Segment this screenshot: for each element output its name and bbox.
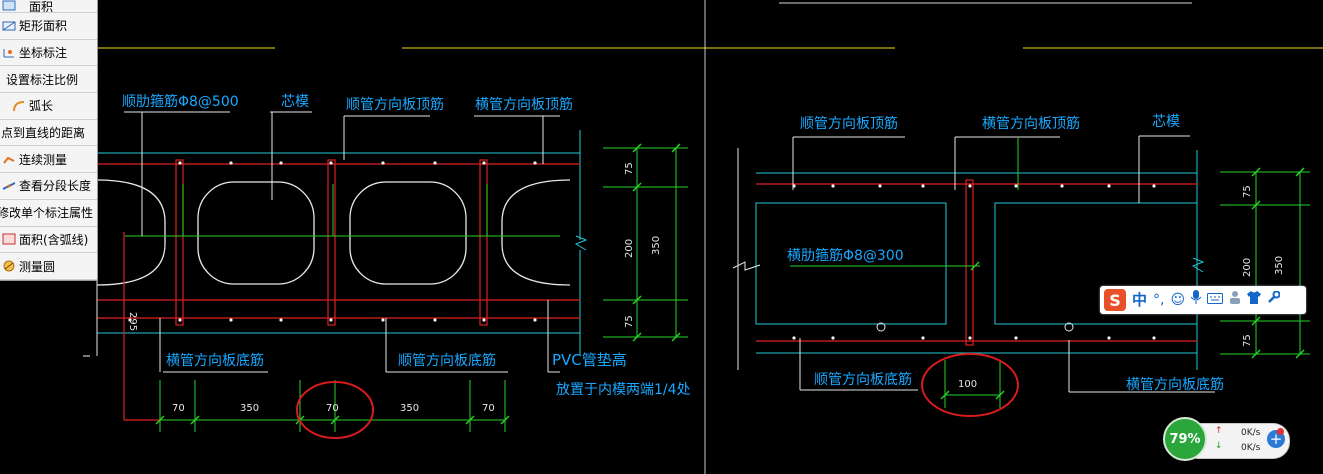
- ime-punct-toggle[interactable]: °,: [1153, 292, 1165, 308]
- network-speed-widget[interactable]: 79% ↑ ↓ 0K/s 0K/s +: [1163, 417, 1290, 463]
- label-along-pipe-top-left: 顺管方向板顶筋: [346, 96, 444, 113]
- label-along-pipe-bottom-right: 顺管方向板底筋: [814, 371, 912, 388]
- download-arrow-icon: ↓: [1215, 441, 1223, 451]
- dim-right-right-3: 350: [1274, 256, 1285, 275]
- menu-item-label: 点到直线的距离: [1, 126, 86, 141]
- area-icon: [2, 0, 16, 12]
- menu-item-measure-circle[interactable]: 测量圆: [0, 253, 97, 280]
- ime-toolbar: S 中 °, ☺: [1100, 286, 1306, 314]
- label-cross-pipe-top-right: 横管方向板顶筋: [982, 115, 1080, 132]
- label-along-pipe-bottom-left: 顺管方向板底筋: [398, 352, 496, 369]
- toolbox-wrench-icon[interactable]: [1267, 286, 1281, 314]
- dim-right-right-0: 75: [1242, 185, 1253, 198]
- menu-item-rect-area[interactable]: 矩形面积: [0, 13, 97, 40]
- keyboard-icon[interactable]: [1207, 286, 1224, 314]
- menu-item-label: 弧长: [29, 99, 54, 114]
- dim-right-right-2: 75: [1242, 334, 1253, 347]
- frame-lines: [83, 0, 1323, 474]
- highlight-ellipse-left: [296, 381, 374, 439]
- menu-item-label: 修改单个标注属性: [0, 206, 94, 221]
- skin-shirt-icon[interactable]: [1247, 286, 1262, 314]
- download-speed: 0K/s: [1241, 443, 1261, 453]
- dim-right-right-1: 200: [1242, 258, 1253, 277]
- dim-left-3: 350: [400, 403, 419, 414]
- dim-vertical-left: 295: [127, 312, 138, 331]
- menu-item-arc-area[interactable]: 面积(含弧线): [0, 227, 97, 254]
- label-rib-stirrup-right: 横肋箍筋Φ8@300: [787, 247, 904, 264]
- microphone-icon[interactable]: [1190, 286, 1202, 314]
- label-cross-pipe-bottom-left: 横管方向板底筋: [166, 352, 264, 369]
- notification-dot: [1277, 428, 1284, 435]
- highlight-ellipse-right: [921, 353, 1019, 417]
- upload-speed: 0K/s: [1241, 428, 1261, 438]
- user-center-icon[interactable]: [1229, 286, 1241, 314]
- dim-left-0: 70: [172, 403, 185, 414]
- dim-left-2: 70: [326, 403, 339, 414]
- dim-left-1: 350: [240, 403, 259, 414]
- segment-length-icon: [2, 180, 16, 192]
- label-cross-pipe-bottom-right: 横管方向板底筋: [1126, 376, 1224, 393]
- measure-menu: 面积 矩形面积 坐标标注 设置标注比例 弧长 点到直线的距离 连续测量 查看分段…: [0, 0, 98, 281]
- label-cross-pipe-top-left: 横管方向板顶筋: [475, 96, 573, 113]
- menu-item-coordinate[interactable]: 坐标标注: [0, 40, 97, 67]
- label-rib-stirrup-left: 顺肋箍筋Φ8@500: [122, 93, 239, 110]
- dim-right-left-2: 75: [624, 315, 635, 328]
- measure-circle-icon: [2, 260, 16, 272]
- dim-gap-right: 100: [958, 379, 977, 390]
- emoji-icon[interactable]: ☺: [1170, 292, 1186, 308]
- arc-area-icon: [2, 233, 16, 245]
- dim-right-left-3: 350: [651, 236, 662, 255]
- sogou-logo-icon[interactable]: S: [1104, 289, 1126, 311]
- menu-item-segment-length[interactable]: 查看分段长度: [0, 173, 97, 200]
- left-slab-section: 顺肋箍筋Φ8@500 芯模 顺管方向板顶筋 横管方向板顶筋 横管方向板底筋 顺管…: [96, 93, 691, 439]
- dim-right-left-0: 75: [624, 162, 635, 175]
- menu-item-set-scale[interactable]: 设置标注比例: [0, 66, 97, 94]
- menu-item-label: 查看分段长度: [19, 179, 92, 194]
- menu-item-arc-length[interactable]: 弧长: [0, 93, 97, 120]
- menu-item-point-line-distance[interactable]: 点到直线的距离: [0, 120, 97, 147]
- menu-item-area[interactable]: 面积: [0, 0, 97, 13]
- continuous-measure-icon: [2, 153, 16, 165]
- label-core-mold-right: 芯模: [1152, 114, 1180, 130]
- upload-arrow-icon: ↑: [1215, 426, 1223, 436]
- menu-item-continuous-measure[interactable]: 连续测量: [0, 146, 97, 174]
- menu-item-label: 设置标注比例: [6, 72, 79, 87]
- memory-usage-gauge[interactable]: 79%: [1163, 417, 1207, 461]
- menu-item-label: 测量圆: [19, 259, 56, 274]
- ime-lang-toggle[interactable]: 中: [1132, 291, 1148, 309]
- right-slab-section: 顺管方向板顶筋 横管方向板顶筋 芯模 横肋箍筋Φ8@300 顺管方向板底筋 横管…: [732, 114, 1310, 417]
- coordinate-icon: [2, 47, 16, 59]
- arc-length-icon: [12, 100, 26, 112]
- label-pvc-note: 放置于内模两端1/4处: [556, 382, 691, 398]
- menu-item-edit-label-props[interactable]: 修改单个标注属性: [0, 200, 97, 227]
- menu-item-label: 坐标标注: [19, 46, 68, 61]
- menu-item-label: 面积: [29, 0, 54, 13]
- label-pvc-pad: PVC管垫高: [552, 351, 627, 369]
- dim-right-left-1: 200: [624, 239, 635, 258]
- menu-item-label: 面积(含弧线): [19, 232, 89, 247]
- label-along-pipe-top-right: 顺管方向板顶筋: [800, 115, 898, 132]
- menu-item-label: 矩形面积: [19, 19, 68, 34]
- menu-item-label: 连续测量: [19, 152, 68, 167]
- rect-area-icon: [2, 20, 16, 32]
- dim-left-4: 70: [482, 403, 495, 414]
- label-core-mold-left: 芯模: [281, 94, 309, 110]
